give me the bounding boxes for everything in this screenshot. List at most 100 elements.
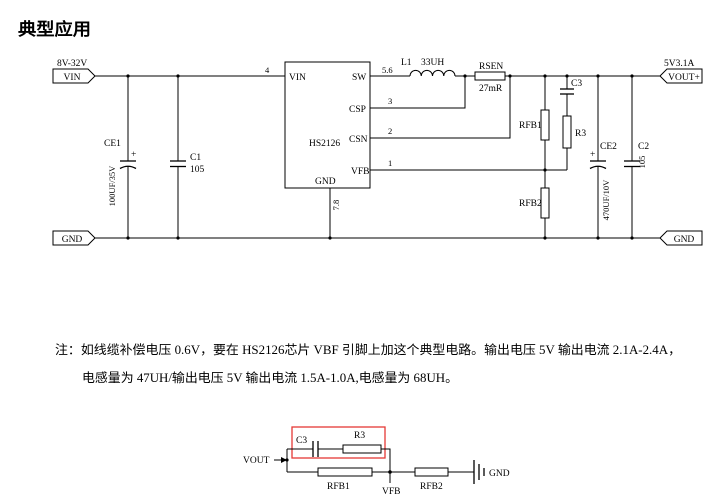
detail-schematic: VOUT C3 R3 RFB1 RFB2 VFB GND [243, 426, 510, 497]
junction-dot [176, 236, 180, 240]
capacitor-ce1: + CE1 100UF/35V [104, 76, 136, 238]
chip-body [284, 61, 371, 189]
detail-vout-arrow-icon [281, 457, 287, 463]
ce1-ref: CE1 [104, 139, 121, 149]
l1-ref: L1 [401, 58, 412, 68]
junction-dot [126, 74, 130, 78]
junction-dot [508, 74, 512, 78]
resistor-rsen: RSEN 27mR [474, 62, 506, 94]
rfb1-ref: RFB1 [519, 121, 542, 131]
capacitor-c1: C1 105 [170, 76, 205, 238]
detail-c3-ref: C3 [296, 436, 307, 446]
junction-dot [328, 236, 332, 240]
section-heading: 典型应用 [18, 19, 91, 40]
detail-vfb-label: VFB [382, 487, 400, 497]
vout-port: VOUT+ 5V3.1A [659, 59, 703, 84]
detail-rfb2-body [414, 467, 449, 477]
chip-hs2126: VIN SW CSP HS2126 CSN VFB GND 4 5.6 3 2 … [265, 61, 393, 211]
junction-dot [565, 74, 569, 78]
detail-vout-label: VOUT [243, 456, 270, 466]
c3-ref: C3 [571, 79, 582, 89]
rsen-ref: RSEN [479, 62, 503, 72]
detail-r3-ref: R3 [354, 431, 365, 441]
chip-pin-vfb: VFB [351, 167, 369, 177]
c1-value: 105 [190, 165, 205, 175]
input-voltage-range: 8V-32V [57, 59, 87, 69]
chip-pin-vin: VIN [289, 73, 306, 83]
gnd-port-left: GND [52, 230, 96, 246]
c2-ref: C2 [638, 142, 649, 152]
rfb2-ref: RFB2 [519, 199, 542, 209]
gnd-port-right-shape [659, 230, 703, 246]
vin-port-shape [52, 68, 96, 84]
vin-port-label: VIN [64, 73, 81, 83]
detail-wire-r3-vfb [381, 448, 391, 472]
junction-dots [126, 74, 634, 240]
l1-value: 33UH [421, 58, 444, 68]
r3-body [562, 115, 572, 149]
junction-dot [596, 74, 600, 78]
junction-dot [630, 236, 634, 240]
ground-icon [473, 460, 485, 484]
output-spec: 5V3.1A [664, 59, 694, 69]
capacitor-c3: C3 [560, 76, 582, 116]
highlight-box [291, 426, 386, 459]
rfb1-body [540, 109, 550, 141]
c1-ref: C1 [190, 153, 201, 163]
pin-number-vin: 4 [265, 65, 270, 75]
rfb2-body [540, 187, 550, 219]
note-paragraph: 注：如线缆补偿电压 0.6V，要在 HS2126芯片 VBF 引脚上加这个典型电… [55, 342, 681, 385]
junction-dot [463, 74, 467, 78]
ce2-value: 470UF/10V [601, 179, 611, 220]
gnd-port-left-label: GND [62, 235, 83, 245]
detail-gnd-label: GND [489, 469, 510, 479]
l1-coil [409, 69, 456, 77]
rsen-value: 27mR [479, 84, 503, 94]
main-schematic: VIN 8V-32V GND VOUT+ 5V3.1A GND [52, 58, 703, 246]
gnd-port-right-label: GND [674, 235, 695, 245]
chip-pin-csn: CSN [349, 135, 368, 145]
detail-rfb2-ref: RFB2 [420, 482, 443, 492]
r3-ref: R3 [575, 129, 586, 139]
chip-pin-gnd: GND [315, 177, 336, 187]
vin-port: VIN 8V-32V [52, 59, 96, 84]
wire-csp [370, 76, 466, 109]
pin-number-sw: 5.6 [382, 65, 393, 75]
chip-pin-csp: CSP [349, 105, 366, 115]
note-line-1: 注：如线缆补偿电压 0.6V，要在 HS2126芯片 VBF 引脚上加这个典型电… [55, 342, 681, 357]
pin-number-vfb: 1 [388, 158, 392, 168]
chip-pin-sw: SW [352, 73, 366, 83]
junction-dot [126, 236, 130, 240]
gnd-port-right: GND [659, 230, 703, 246]
vout-port-shape [659, 68, 703, 84]
resistor-rfb2: RFB2 [519, 170, 550, 238]
ce1-polarity: + [131, 150, 136, 160]
ce2-polarity: + [590, 150, 595, 160]
capacitor-c2: C2 105 [624, 76, 649, 238]
vout-port-label: VOUT+ [668, 73, 700, 83]
pin-number-csn: 2 [388, 126, 392, 136]
detail-rfb1-body [317, 467, 373, 477]
c2-value: 105 [637, 156, 647, 169]
junction-dot [543, 168, 547, 172]
junction-dot [543, 236, 547, 240]
detail-rfb1-ref: RFB1 [327, 482, 350, 492]
note-line-2: 电感量为 47UH/输出电压 5V 输出电流 1.5A-1.0A,电感量为 68… [82, 370, 458, 385]
junction-dot [630, 74, 634, 78]
ce1-value: 100UF/35V [107, 165, 117, 206]
detail-r3-body [342, 444, 382, 454]
pin-number-csp: 3 [388, 96, 392, 106]
pin-number-gnd: 7.8 [331, 200, 341, 211]
junction-dot [176, 74, 180, 78]
gnd-port-left-shape [52, 230, 96, 246]
wire-csn [370, 76, 511, 139]
resistor-r3: R3 [562, 115, 586, 170]
chip-part-number: HS2126 [309, 139, 340, 149]
capacitor-ce2: + CE2 470UF/10V [589, 76, 617, 238]
ce2-ref: CE2 [600, 142, 617, 152]
resistor-rfb1: RFB1 [519, 76, 550, 170]
inductor-l1: L1 33UH [401, 58, 456, 77]
junction-dot [596, 236, 600, 240]
